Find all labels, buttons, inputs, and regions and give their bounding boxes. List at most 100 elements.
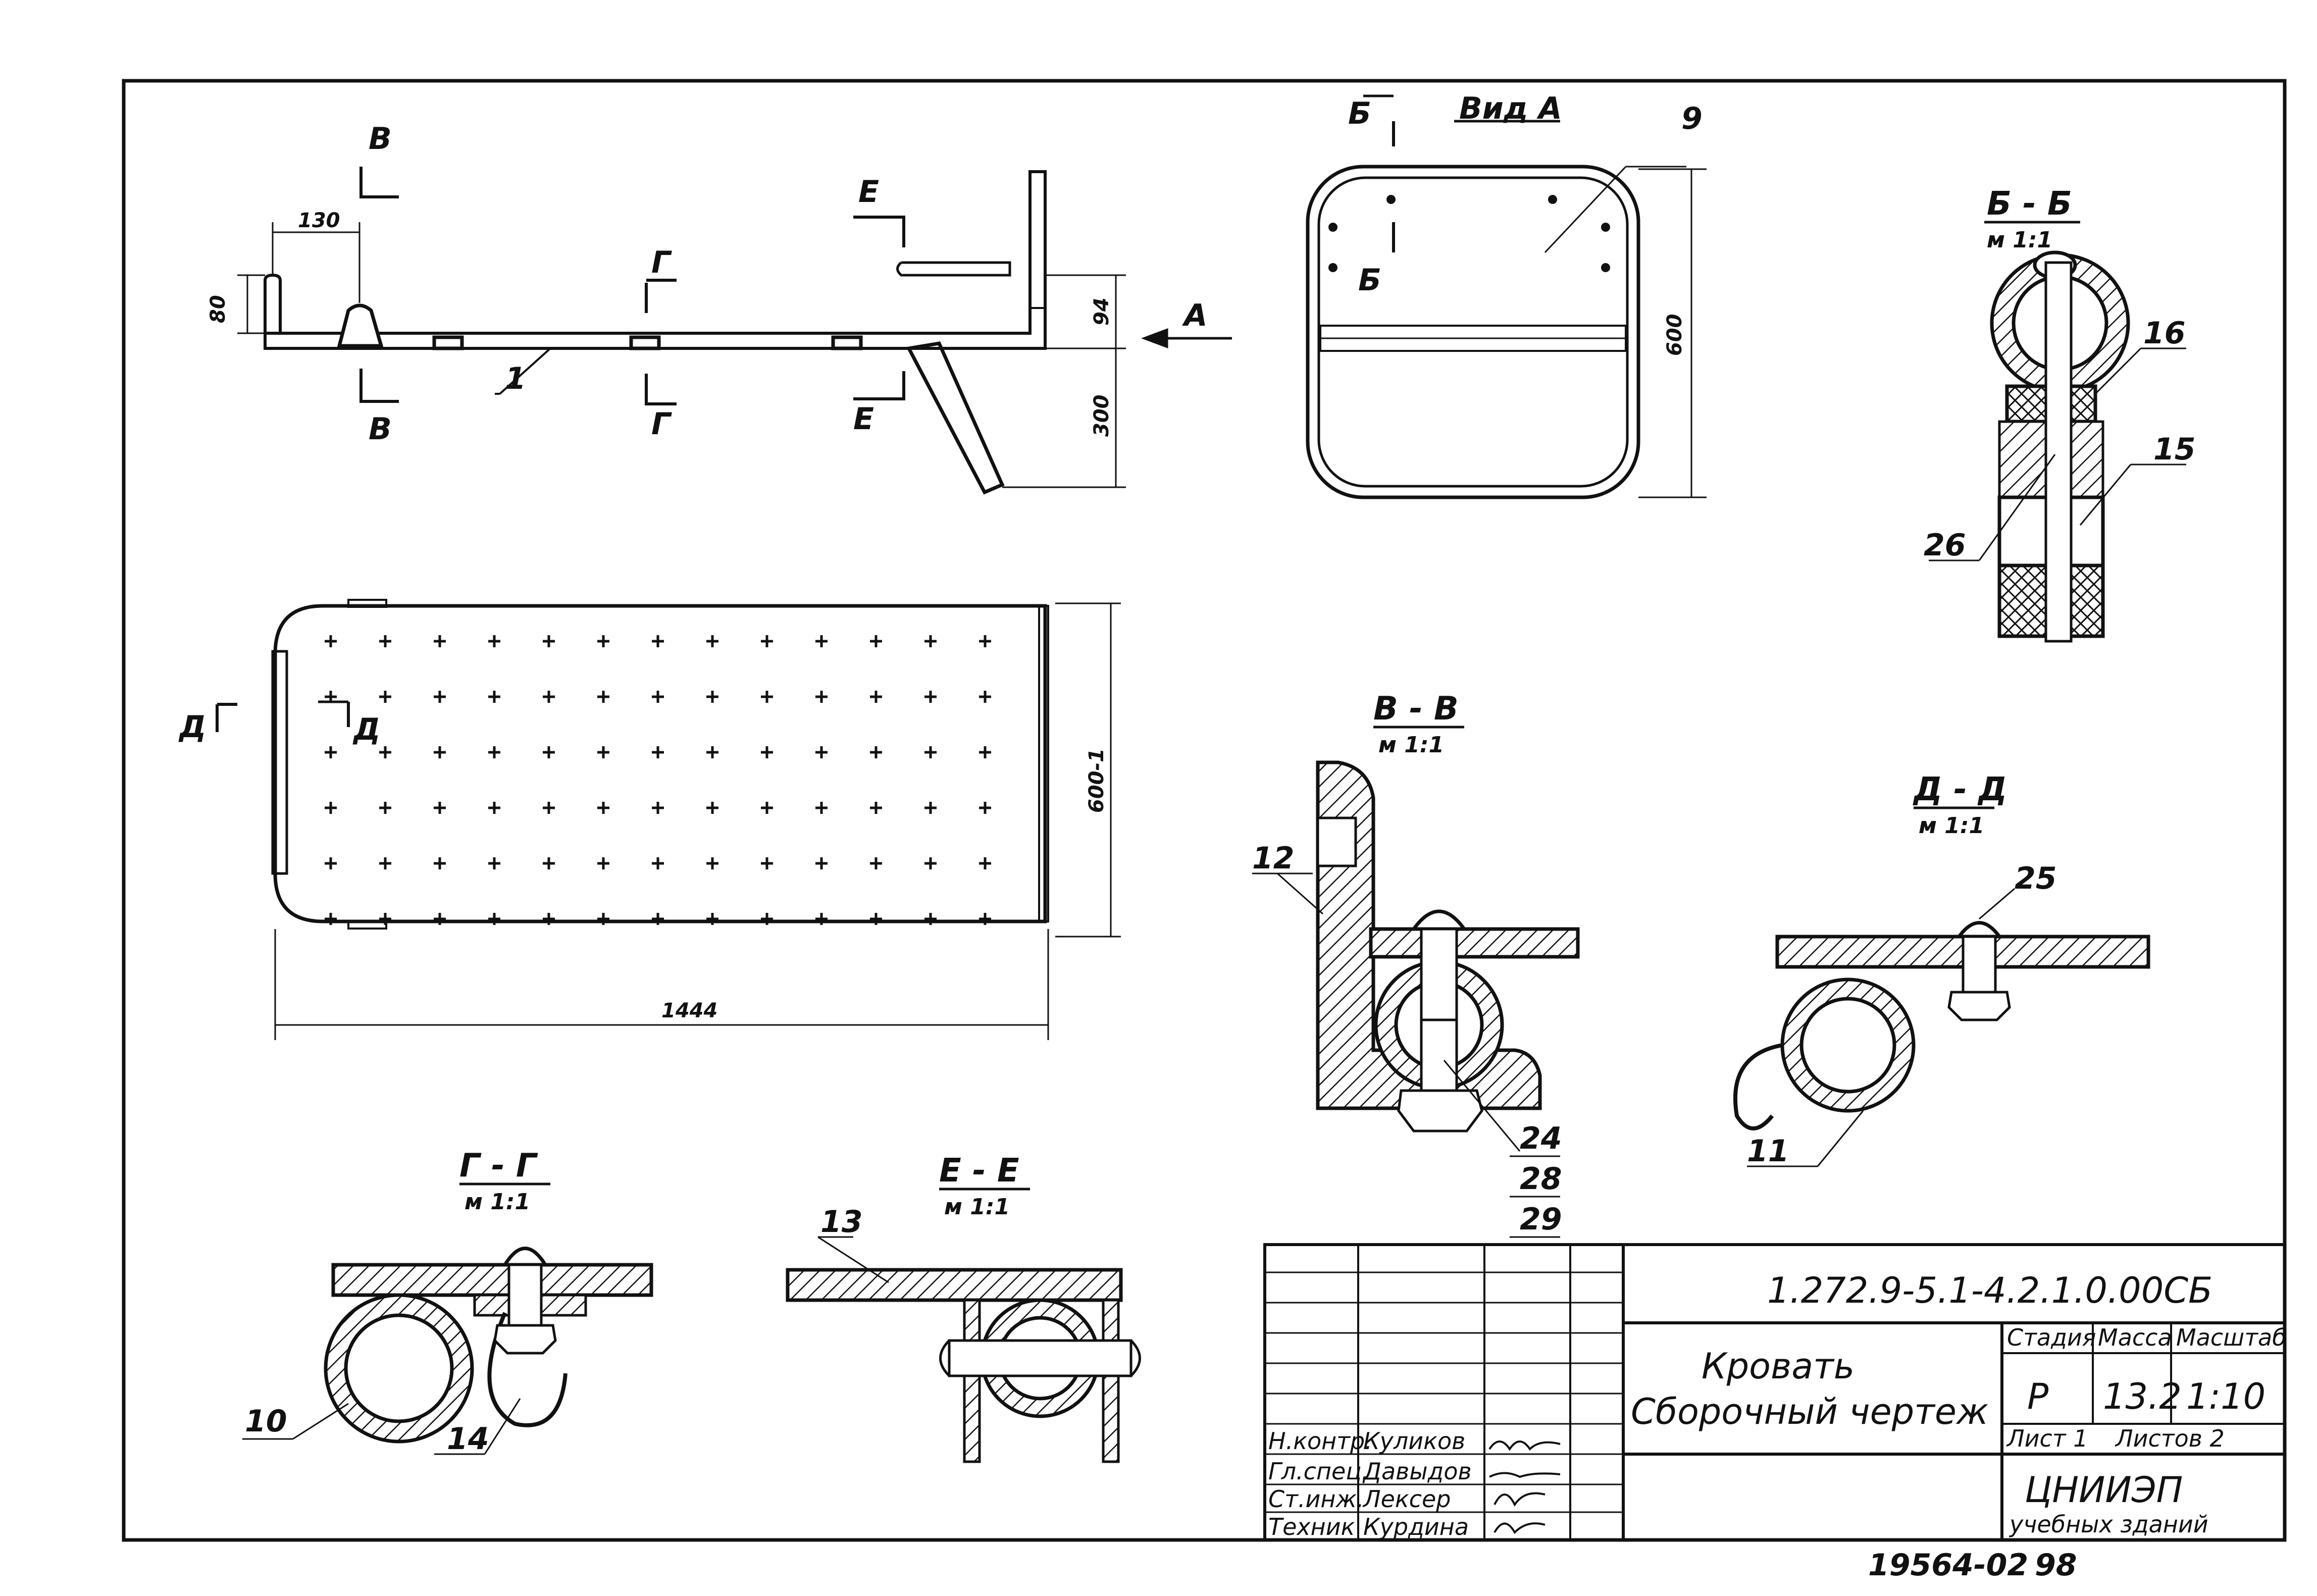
rivet-mark bbox=[543, 857, 555, 869]
role-gl-spec: Гл.спец. bbox=[1268, 1458, 1369, 1485]
part-callout-26: 26 bbox=[1924, 528, 1966, 563]
signatures bbox=[1488, 1440, 1561, 1534]
rivet-mark bbox=[706, 857, 718, 869]
rivet-mark bbox=[979, 691, 991, 703]
rivet-mark bbox=[379, 635, 391, 647]
rivet-mark bbox=[706, 913, 718, 925]
drawing-name-line2: Сборочный чертеж bbox=[1631, 1391, 1988, 1432]
rivet-mark bbox=[488, 802, 500, 814]
part-callout-14: 14 bbox=[447, 1421, 489, 1457]
page-number: 98 bbox=[2035, 1548, 2077, 1583]
drawing-name-line1: Кровать bbox=[1702, 1346, 1855, 1387]
rivet-mark bbox=[761, 635, 773, 647]
part-callout-1: 1 bbox=[505, 361, 526, 396]
rivet-mark bbox=[870, 857, 882, 869]
section-gg-title: Г - Г bbox=[459, 1147, 538, 1185]
stage-value: Р bbox=[2027, 1376, 2049, 1417]
rivet-mark bbox=[434, 691, 446, 703]
rivet-mark bbox=[379, 913, 391, 925]
rivet-mark bbox=[488, 913, 500, 925]
rivet-mark bbox=[979, 746, 991, 758]
section-dd-scale: м 1:1 bbox=[1919, 813, 1984, 839]
rivet-mark bbox=[488, 857, 500, 869]
rivet-mark bbox=[652, 635, 664, 647]
rivet-mark bbox=[924, 691, 937, 703]
part-callout-10: 10 bbox=[245, 1404, 287, 1439]
rivet-mark bbox=[979, 913, 991, 925]
rivet-mark bbox=[870, 913, 882, 925]
rivet-mark bbox=[325, 746, 337, 758]
rivet-mark bbox=[706, 691, 718, 703]
rivet-mark bbox=[652, 802, 664, 814]
mass-value: 13.2 bbox=[2103, 1376, 2182, 1417]
sheet-number-label: Лист 1 bbox=[2006, 1425, 2088, 1452]
dimension-80: 80 bbox=[207, 295, 230, 323]
rivet-mark bbox=[488, 691, 500, 703]
rivet-mark bbox=[488, 746, 500, 758]
rivet-mark bbox=[815, 913, 828, 925]
dimension-600-1: 600-1 bbox=[1085, 748, 1108, 813]
rivet-mark bbox=[979, 857, 991, 869]
rivet-mark bbox=[543, 635, 555, 647]
section-b-mark-view-a-bottom: Б bbox=[1358, 263, 1381, 298]
part-callout-28: 28 bbox=[1520, 1161, 1562, 1197]
rivet-mark bbox=[379, 857, 391, 869]
rivet-mark bbox=[815, 857, 828, 869]
rivet-mark bbox=[924, 802, 937, 814]
section-b-mark-view-a-top: Б bbox=[1348, 96, 1371, 131]
role-n-kontr: Н.контр. bbox=[1268, 1427, 1372, 1455]
rivet-mark bbox=[870, 635, 882, 647]
section-e-mark-top: Е bbox=[858, 174, 879, 210]
section-bb-title: Б - Б bbox=[1987, 185, 2072, 223]
section-bb bbox=[1929, 221, 2186, 643]
rivet-mark bbox=[652, 857, 664, 869]
rivet-mark bbox=[543, 691, 555, 703]
rivet-mark bbox=[325, 857, 337, 869]
rivet-mark bbox=[979, 802, 991, 814]
document-code: 1.272.9-5.1-4.2.1.0.00СБ bbox=[1767, 1270, 2212, 1311]
rivet-mark bbox=[815, 691, 828, 703]
rivet-mark bbox=[543, 802, 555, 814]
rivet-mark bbox=[815, 802, 828, 814]
section-b-mark-top: В bbox=[369, 121, 392, 157]
rivet-mark bbox=[597, 802, 609, 814]
dimension-94: 94 bbox=[1090, 297, 1113, 326]
plan-view bbox=[216, 599, 1121, 1040]
view-a-rivets bbox=[1328, 195, 1610, 272]
part-callout-11: 11 bbox=[1747, 1134, 1789, 1169]
section-dd bbox=[1733, 806, 2150, 1167]
role-tekhnik: Техник bbox=[1268, 1513, 1355, 1540]
view-a-title: Вид А bbox=[1459, 91, 1562, 126]
rivet-mark bbox=[325, 913, 337, 925]
rivet-mark bbox=[761, 746, 773, 758]
section-vv bbox=[1252, 726, 1580, 1238]
part-callout-12: 12 bbox=[1252, 841, 1295, 876]
part-callout-16: 16 bbox=[2143, 316, 2186, 351]
rivet-mark bbox=[870, 746, 882, 758]
name-lekser: Лексер bbox=[1362, 1485, 1451, 1513]
dimension-300: 300 bbox=[1090, 395, 1113, 437]
mass-label: Масса bbox=[2098, 1324, 2172, 1351]
rivet-mark bbox=[761, 857, 773, 869]
rivet-mark bbox=[597, 913, 609, 925]
part-callout-24: 24 bbox=[1520, 1121, 1562, 1156]
section-bb-scale: м 1:1 bbox=[1987, 227, 2052, 253]
rivet-mark bbox=[543, 913, 555, 925]
rivet-mark bbox=[434, 635, 446, 647]
rivet-mark bbox=[924, 746, 937, 758]
sheet-frame bbox=[122, 79, 2287, 1542]
rivet-mark bbox=[761, 913, 773, 925]
part-callout-25: 25 bbox=[2015, 861, 2057, 896]
part-callout-9: 9 bbox=[1681, 101, 1703, 136]
stage-label: Стадия bbox=[2007, 1324, 2096, 1351]
dimension-600: 600 bbox=[1663, 314, 1686, 356]
rivet-mark bbox=[325, 802, 337, 814]
section-dd-title: Д - Д bbox=[1913, 771, 2007, 808]
part-callout-15: 15 bbox=[2153, 432, 2196, 467]
role-st-inzh: Ст.инж. bbox=[1268, 1485, 1364, 1513]
rivet-mark bbox=[597, 857, 609, 869]
view-a-arrow-label: А bbox=[1182, 298, 1207, 333]
rivet-mark bbox=[870, 691, 882, 703]
dimension-1444: 1444 bbox=[661, 999, 717, 1022]
